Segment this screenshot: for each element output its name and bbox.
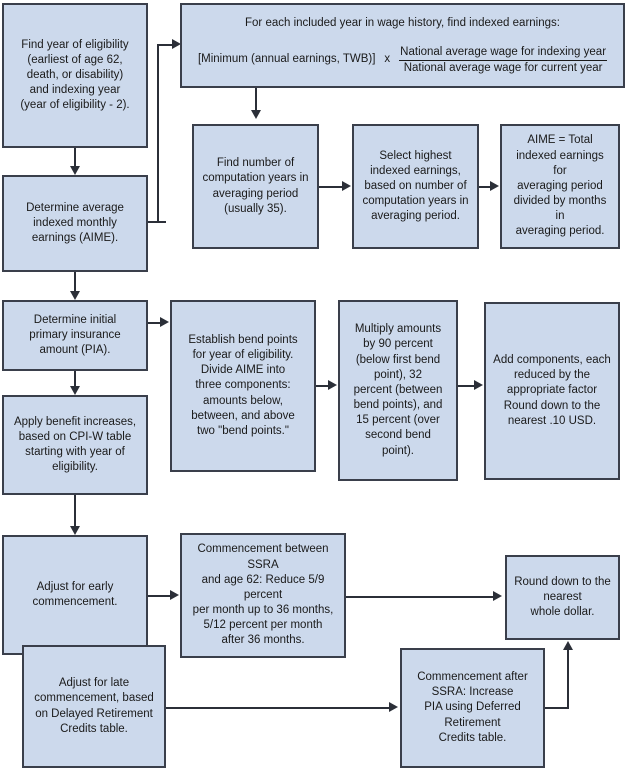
node-computation-years-label: Find number of computation years in aver…: [202, 157, 309, 215]
node-determine-aime-label: Determine average indexed monthly earnin…: [26, 201, 124, 245]
edge-adjust-late-to-commencement-after: [166, 707, 390, 709]
edge-pia-to-bend-points: [148, 322, 162, 324]
node-computation-years[interactable]: Find number of computation years in aver…: [192, 124, 319, 249]
node-apply-benefit-increases[interactable]: Apply benefit increases, based on CPI-W …: [2, 395, 148, 495]
node-indexed-earnings-formula[interactable]: For each included year in wage history, …: [180, 3, 625, 88]
node-establish-bend-points[interactable]: Establish bend points for year of eligib…: [170, 300, 316, 472]
edge-aime-to-formula-seg3: [157, 44, 174, 46]
edge-bend-points-to-multiply: [316, 385, 329, 387]
edge-commencement-after-to-round-down-seg2: [567, 650, 569, 708]
indexed-earnings-lhs: [Minimum (annual earnings, TWB)]: [197, 53, 376, 66]
indexed-earnings-fraction: National average wage for indexing year …: [399, 45, 608, 75]
arrowhead-commencement-between-to-round-down: [493, 591, 502, 601]
edge-formula-to-computation-years: [255, 88, 257, 110]
indexed-earnings-title: For each included year in wage history, …: [245, 17, 560, 29]
arrowhead-computation-years-to-select-highest: [342, 181, 351, 191]
indexed-earnings-numerator: National average wage for indexing year: [399, 45, 608, 61]
node-commencement-after-ssra[interactable]: Commencement after SSRA: Increase PIA us…: [400, 648, 545, 768]
node-determine-aime[interactable]: Determine average indexed monthly earnin…: [2, 175, 148, 272]
node-round-down-whole-dollar-label: Round down to the nearest whole dollar.: [514, 575, 611, 619]
node-establish-bend-points-label: Establish bend points for year of eligib…: [188, 333, 298, 437]
node-round-down-whole-dollar[interactable]: Round down to the nearest whole dollar.: [505, 555, 620, 640]
edge-pia-to-benefit-increases: [74, 371, 76, 386]
node-apply-benefit-increases-label: Apply benefit increases, based on CPI-W …: [13, 415, 137, 474]
arrowhead-benefit-increases-to-adjust-early: [70, 526, 80, 535]
node-commencement-after-ssra-label: Commencement after SSRA: Increase PIA us…: [417, 671, 528, 744]
arrowhead-commencement-after-to-round-down: [563, 641, 573, 650]
edge-commencement-after-to-round-down-seg1: [545, 707, 569, 709]
arrowhead-bend-points-to-multiply: [328, 380, 337, 390]
arrowhead-aime-to-formula: [172, 39, 181, 49]
arrowhead-multiply-to-add-components: [474, 380, 483, 390]
node-aime-total[interactable]: AIME = Total indexed earnings for averag…: [500, 124, 620, 249]
node-adjust-late-commencement[interactable]: Adjust for late commencement, based on D…: [22, 645, 166, 768]
node-select-highest-indexed-earnings-label: Select highest indexed earnings, based o…: [362, 149, 469, 223]
arrowhead-pia-to-bend-points: [160, 317, 169, 327]
edge-multiply-to-add-components: [458, 385, 475, 387]
arrowhead-aime-to-pia: [70, 291, 80, 300]
node-determine-pia[interactable]: Determine initial primary insurance amou…: [2, 300, 148, 371]
node-commencement-between-ssra-and-62[interactable]: Commencement between SSRA and age 62: Re…: [180, 533, 346, 658]
edge-aime-to-pia: [74, 272, 76, 291]
arrowhead-adjust-early-to-commencement-between: [170, 590, 179, 600]
node-aime-total-label: AIME = Total indexed earnings for averag…: [513, 134, 607, 238]
indexed-earnings-equation: [Minimum (annual earnings, TWB)] x Natio…: [182, 45, 623, 75]
node-determine-pia-label: Determine initial primary insurance amou…: [29, 313, 121, 357]
arrowhead-pia-to-benefit-increases: [70, 386, 80, 395]
node-multiply-percents[interactable]: Multiply amounts by 90 percent (below fi…: [338, 300, 458, 481]
node-commencement-between-ssra-and-62-label: Commencement between SSRA and age 62: Re…: [192, 543, 334, 647]
node-select-highest-indexed-earnings[interactable]: Select highest indexed earnings, based o…: [352, 124, 479, 249]
node-find-year-of-eligibility[interactable]: Find year of eligibility (earliest of ag…: [2, 3, 148, 148]
edge-eligibility-to-aime: [74, 148, 76, 167]
arrowhead-formula-to-computation-years: [251, 110, 261, 119]
node-find-year-of-eligibility-label: Find year of eligibility (earliest of ag…: [20, 38, 130, 112]
edge-benefit-increases-to-adjust-early: [74, 495, 76, 526]
edge-aime-to-formula-seg2: [157, 44, 159, 222]
node-multiply-percents-label: Multiply amounts by 90 percent (below fi…: [353, 323, 443, 457]
arrowhead-select-highest-to-aime-total: [490, 181, 499, 191]
indexed-earnings-denominator: National average wage for current year: [403, 61, 603, 74]
node-adjust-early-commencement-label: Adjust for early commencement.: [32, 580, 118, 608]
node-add-components-label: Add components, each reduced by the appr…: [493, 354, 611, 427]
edge-select-highest-to-aime-total: [479, 186, 492, 188]
edge-adjust-early-to-commencement-between: [148, 595, 172, 597]
indexed-earnings-multiply-sign: x: [384, 53, 391, 66]
node-add-components[interactable]: Add components, each reduced by the appr…: [484, 302, 620, 480]
node-adjust-early-commencement[interactable]: Adjust for early commencement.: [2, 535, 148, 655]
edge-commencement-between-to-round-down: [346, 596, 494, 598]
edge-computation-years-to-select-highest: [319, 186, 343, 188]
node-adjust-late-commencement-label: Adjust for late commencement, based on D…: [34, 677, 154, 735]
arrowhead-eligibility-to-aime: [70, 166, 80, 175]
arrowhead-adjust-late-to-commencement-after: [389, 702, 398, 712]
